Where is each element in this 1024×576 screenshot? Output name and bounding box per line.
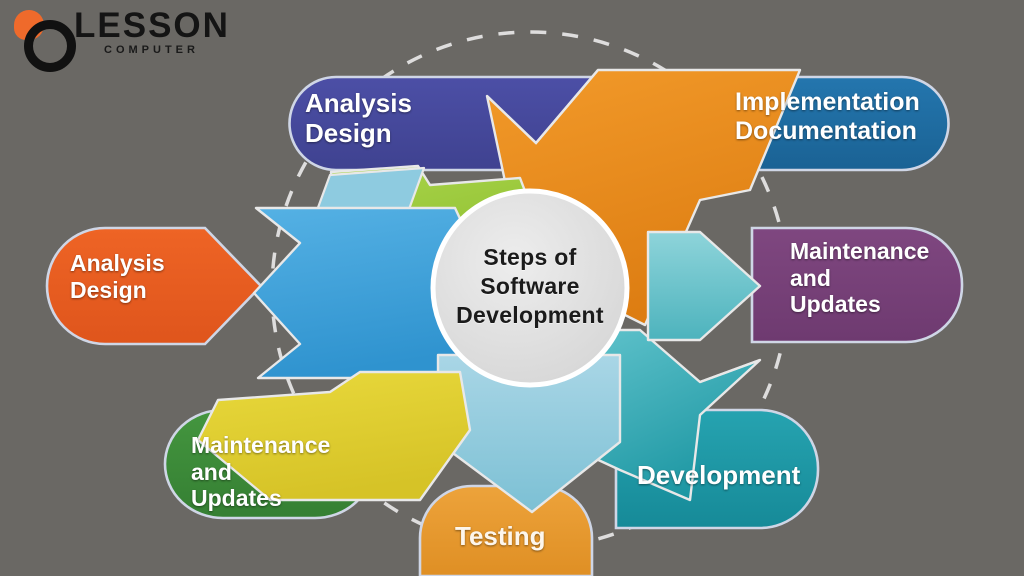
hub-circle [430,188,630,388]
arrow-to-maintenance-left [196,370,472,502]
brand-logo: LESSON COMPUTER [8,4,248,72]
step-pill-analysis-design-left[interactable] [45,226,263,346]
arrow-sliver-upper-left [314,166,426,215]
step-pill-testing[interactable] [418,484,594,576]
brand-tagline: COMPUTER [104,44,199,56]
arrow-to-maintenance-right [646,230,762,342]
step-pill-maintenance-updates-right[interactable] [750,226,964,344]
lesson-ring-logo-icon [12,8,76,72]
brand-name: LESSON [74,6,230,45]
logo-ring-shape [24,20,76,72]
